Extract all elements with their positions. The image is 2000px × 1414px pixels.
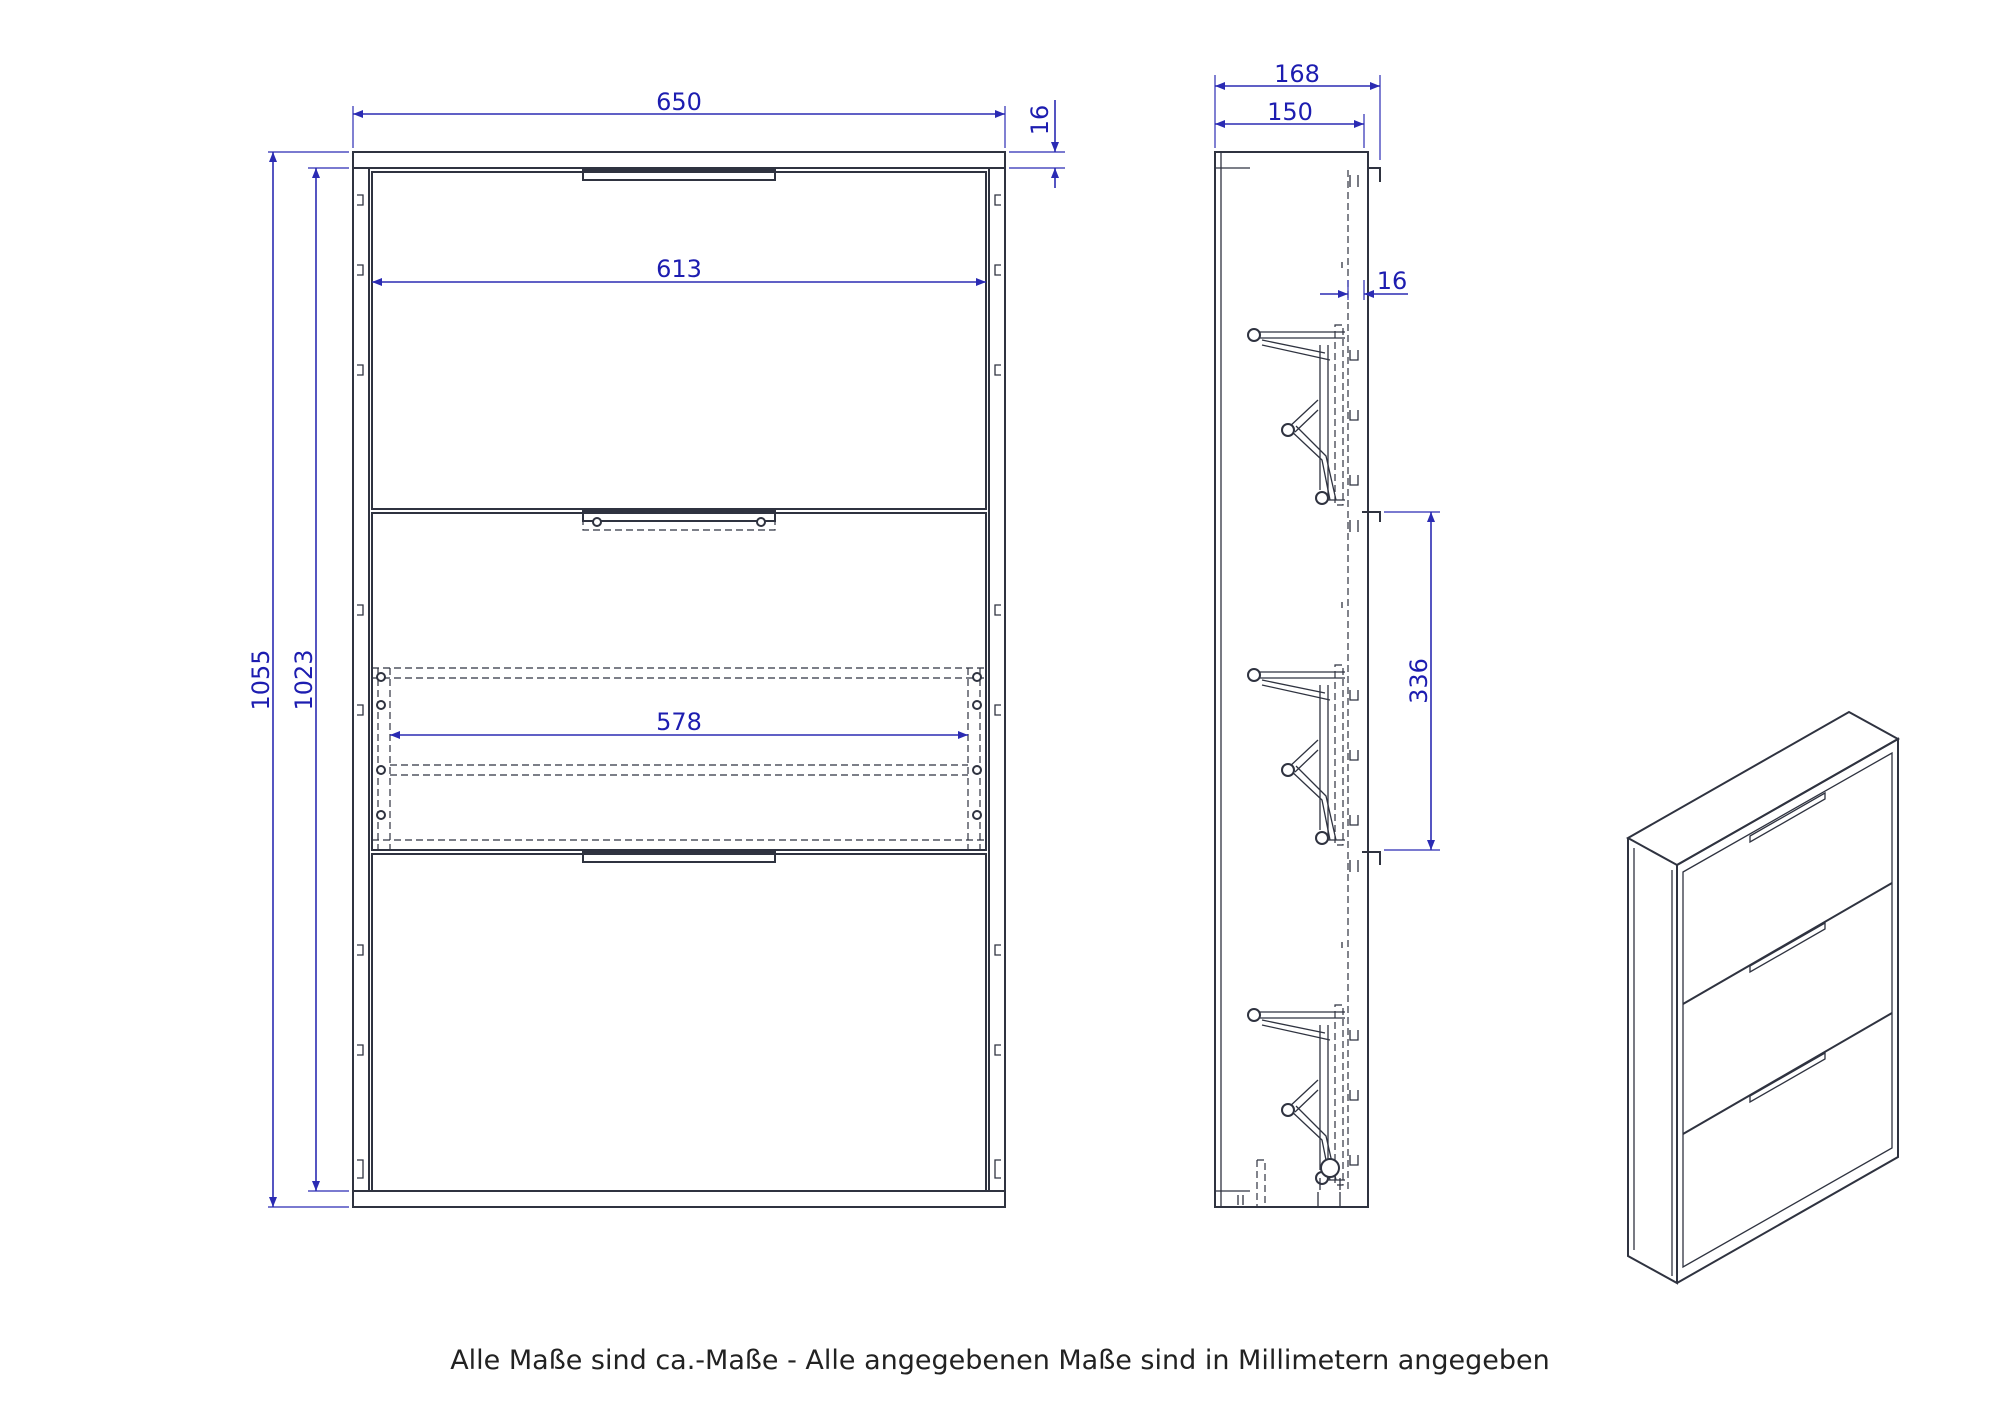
cabinet-outline — [352, 151, 1006, 1208]
isometric-view — [1625, 710, 1901, 1285]
caption: Alle Maße sind ca.-Maße - Alle angegeben… — [450, 1345, 1550, 1376]
handle-bottom — [582, 851, 776, 863]
pivot-icon — [1281, 763, 1295, 777]
handle-middle — [582, 510, 776, 522]
dim-150: 150 — [1267, 98, 1313, 126]
side-view: 168 150 16 336 — [1214, 60, 1440, 1208]
foot-icon — [1320, 1158, 1340, 1178]
pivot-icon — [1315, 831, 1329, 845]
iso-handle-bottom — [1749, 1051, 1826, 1104]
handle-top — [582, 169, 776, 181]
iso-handle-middle — [1749, 921, 1826, 974]
flap-edge-middle — [1362, 511, 1381, 522]
dim-1023: 1023 — [290, 649, 318, 710]
iso-front-face — [1676, 737, 1899, 1284]
pivot-icon — [972, 700, 982, 710]
dim-613: 613 — [656, 255, 702, 283]
pivot-icon — [1247, 668, 1261, 682]
pivot-icon — [376, 765, 386, 775]
hinge-mechanism-1 — [1247, 324, 1345, 506]
iso-handle-top — [1749, 791, 1826, 844]
dim-650: 650 — [656, 88, 702, 116]
screw-icon — [756, 517, 766, 527]
iso-side-face — [1627, 838, 1678, 1285]
pivot-icon — [376, 810, 386, 820]
dim-16-back: 16 — [1377, 267, 1408, 295]
pivot-icon — [1247, 328, 1261, 342]
pivot-icon — [376, 672, 386, 682]
side-connector-marks — [1341, 175, 1359, 1166]
dim-168: 168 — [1274, 60, 1320, 88]
iso-top-face — [1625, 710, 1901, 867]
dim-336: 336 — [1405, 658, 1433, 704]
flap-top — [371, 171, 987, 510]
dim-578: 578 — [656, 708, 702, 736]
pivot-icon — [972, 672, 982, 682]
pivot-icon — [972, 765, 982, 775]
pivot-icon — [1281, 1103, 1295, 1117]
pivot-icon — [376, 700, 386, 710]
hinge-mechanism-2 — [1247, 664, 1345, 846]
hinge-mechanism-3 — [1247, 1004, 1345, 1186]
pivot-icon — [1281, 423, 1295, 437]
side-outline — [1214, 151, 1369, 1208]
handle-middle-hidden — [582, 511, 776, 531]
pivot-icon — [1315, 491, 1329, 505]
insert-hidden — [371, 667, 987, 851]
dim-16-top: 16 — [1026, 105, 1054, 136]
pivot-icon — [1247, 1008, 1261, 1022]
flap-bottom — [371, 853, 987, 1192]
screw-icon — [592, 517, 602, 527]
pivot-icon — [972, 810, 982, 820]
front-view: 650 16 1055 1023 613 578 — [247, 88, 1065, 1208]
dim-1055: 1055 — [247, 649, 275, 710]
flap-middle — [371, 512, 987, 851]
flap-edge-bottom — [1362, 851, 1381, 865]
flap-edge-top — [1368, 167, 1381, 182]
connector-marks — [357, 194, 1001, 1179]
